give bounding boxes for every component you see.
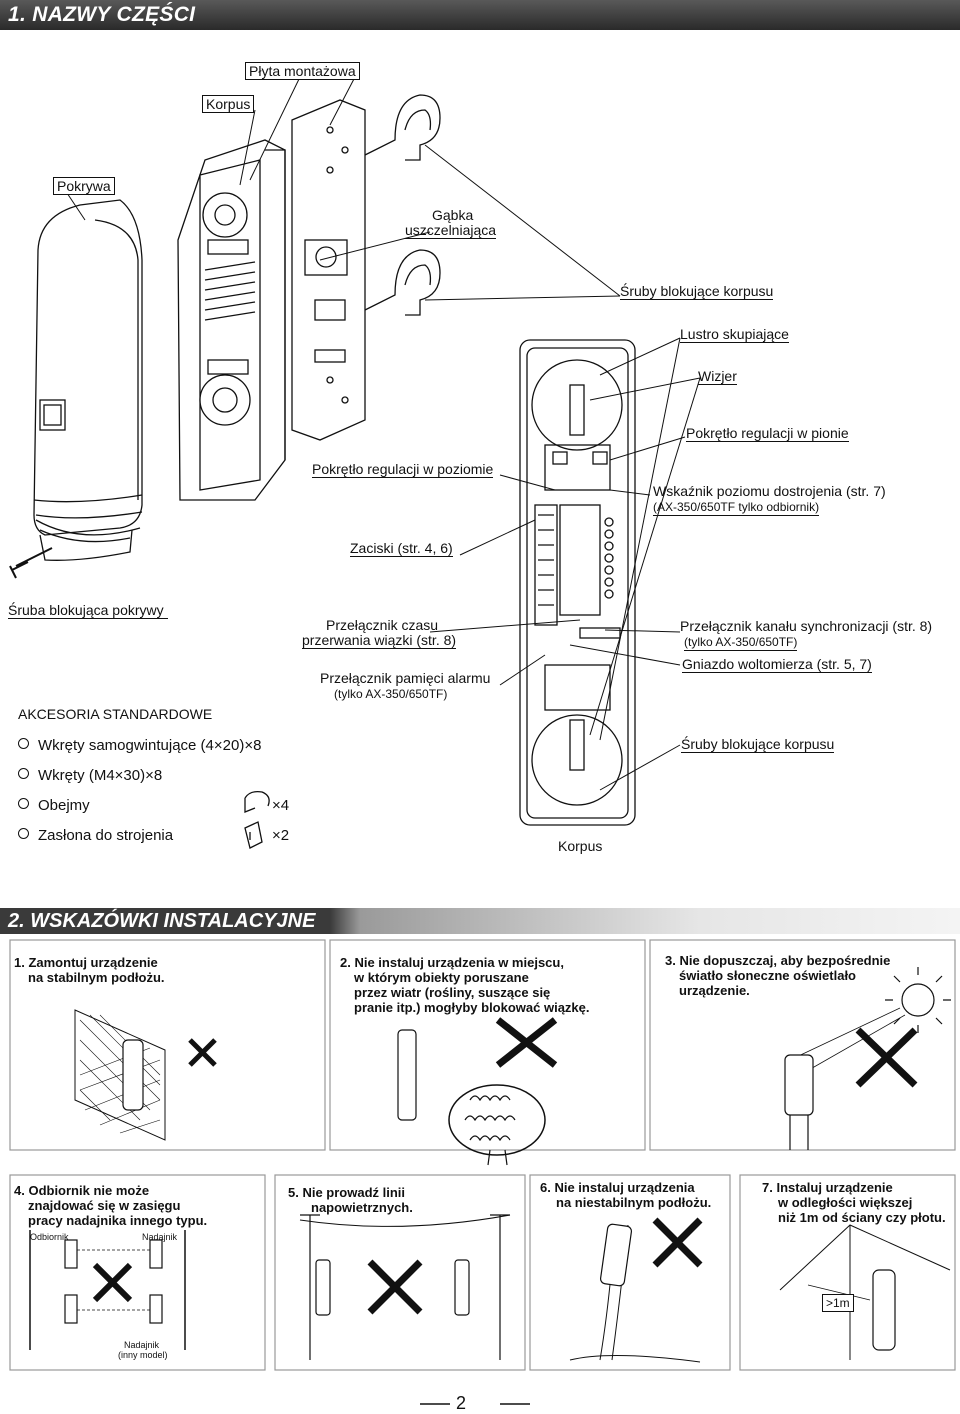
- accessory-qty: ×2: [272, 827, 290, 844]
- tip4-nadajnik-label: Nadajnik: [142, 1232, 178, 1242]
- label-wizjer: Wizjer: [698, 368, 737, 385]
- bullet-circle-icon: [18, 738, 29, 749]
- tip-2: 2. Nie instaluj urządzenia w miejscu, w …: [340, 955, 590, 1015]
- tip4-inny-label: (inny model): [118, 1350, 168, 1360]
- label-pokretlo-poziom: Pokrętło regulacji w poziomie: [312, 461, 494, 478]
- bullet-circle-icon: [18, 798, 29, 809]
- tip4-odbiornik-label: Odbiornik: [30, 1232, 69, 1242]
- accessory-item: Wkręty (M4×30)×8: [18, 767, 162, 784]
- label-korpus-top: Korpus: [202, 95, 255, 113]
- tip-7: 7. Instaluj urządzenie w odległości więk…: [762, 1180, 946, 1225]
- section1-title: 1. NAZWY CZĘŚCI: [8, 3, 196, 26]
- bullet-circle-icon: [18, 828, 29, 839]
- page-number: 2: [456, 1393, 467, 1413]
- section2-header: 2. WSKAZÓWKI INSTALACYJNE: [0, 908, 960, 934]
- label-lustro: Lustro skupiające: [680, 326, 789, 343]
- label-pokrywa: Pokrywa: [53, 177, 115, 195]
- shade-icon: [244, 821, 263, 849]
- label-pamiec: Przełącznik pamięci alarmu: [320, 670, 491, 686]
- tip-4: 4. Odbiornik nie może znajdować się w za…: [14, 1183, 208, 1228]
- accessory-item: Obejmy: [18, 797, 90, 814]
- accessories-title: AKCESORIA STANDARDOWE: [18, 706, 213, 722]
- label-wskaznik: Wskaźnik poziomu dostrojenia (str. 7): [653, 483, 886, 499]
- tip7-distance: >1m: [822, 1294, 854, 1312]
- label-wskaznik-note: (AX-350/650TF tylko odbiornik): [653, 500, 820, 516]
- label-sruby-korpusu-bottom: Śruby blokujące korpusu: [681, 736, 835, 753]
- tip-3: 3. Nie dopuszczaj, aby bezpośrednie świa…: [665, 953, 891, 998]
- bracket-illustration: [364, 94, 441, 316]
- accessory-item: Wkręty samogwintujące (4×20)×8: [18, 737, 261, 754]
- accessory-qty: ×4: [272, 797, 290, 814]
- label-gabka-2: uszczelniająca: [405, 222, 497, 239]
- tip-5: 5. Nie prowadź linii napowietrznych.: [288, 1185, 413, 1215]
- tip4-nadajnik2-label: Nadajnik: [124, 1340, 160, 1350]
- label-pamiec-note: (tylko AX-350/650TF): [334, 687, 448, 701]
- cover-illustration: [9, 199, 143, 579]
- label-przelacznik-kanalu: Przełącznik kanału synchronizacji (str. …: [680, 618, 933, 634]
- mounting-plate-illustration: [291, 99, 366, 441]
- bullet-circle-icon: [18, 768, 29, 779]
- label-przelacznik-czasu-2: przerwania wiązki (str. 8): [302, 632, 457, 649]
- front-unit-illustration: [519, 339, 636, 826]
- clamp-icon: [244, 790, 270, 813]
- label-korpus-bottom: Korpus: [558, 838, 603, 854]
- label-przelacznik-czasu-1: Przełącznik czasu: [326, 617, 439, 633]
- tip-1: 1. Zamontuj urządzenie na stabilnym podł…: [14, 955, 165, 985]
- label-przelacznik-kanalu-note: (tylko AX-350/650TF): [684, 635, 798, 651]
- label-plyta: Płyta montażowa: [245, 62, 360, 80]
- accessory-item: Zasłona do strojenia: [18, 827, 173, 844]
- section1-header: 1. NAZWY CZĘŚCI: [0, 0, 960, 30]
- leader-lines: [64, 76, 701, 791]
- label-gniazdo: Gniazdo woltomierza (str. 5, 7): [682, 656, 872, 673]
- body-illustration: [177, 139, 286, 501]
- tip-6: 6. Nie instaluj urządzenia na niestabiln…: [540, 1180, 712, 1210]
- label-sruba-pokrywy: Śruba blokująca pokrywy: [8, 602, 168, 619]
- label-sruby-korpusu-top: Śruby blokujące korpusu: [620, 283, 774, 300]
- section2-title: 2. WSKAZÓWKI INSTALACYJNE: [8, 910, 316, 932]
- label-pokretlo-pion: Pokrętło regulacji w pionie: [686, 425, 849, 442]
- label-zaciski: Zaciski (str. 4, 6): [350, 540, 453, 557]
- label-gabka-1: Gąbka: [432, 207, 474, 223]
